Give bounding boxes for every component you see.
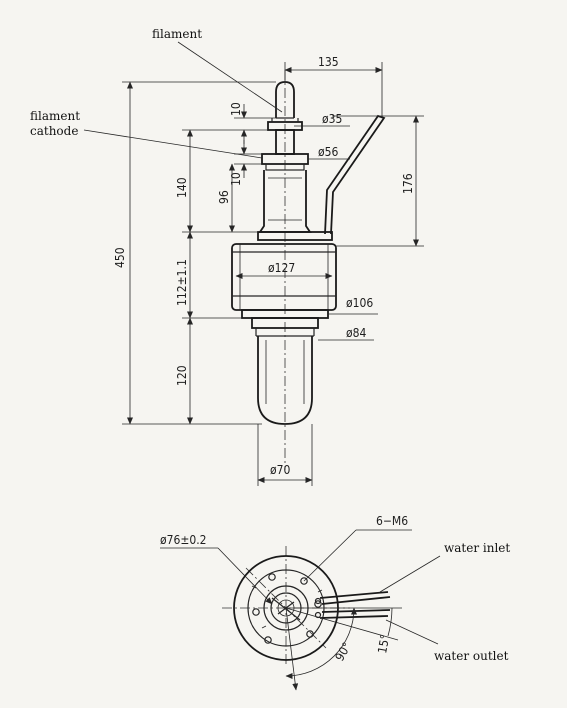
side-view	[83, 41, 424, 486]
dim-176: 176	[401, 173, 415, 194]
dim-35: ø35	[322, 112, 342, 126]
dim-84: ø84	[346, 326, 366, 340]
dim-120: 120	[175, 365, 189, 386]
end-view-water-pipes	[319, 591, 391, 619]
dim-10-lower: 10	[229, 172, 243, 186]
dim-70: ø70	[270, 463, 290, 477]
dim-96: 96	[217, 190, 231, 204]
dim-106: ø106	[346, 296, 373, 310]
anode-ring	[231, 243, 337, 311]
dim-angle-15: 15°	[375, 633, 392, 654]
dim-127: ø127	[268, 261, 295, 275]
label-water-outlet: water outlet	[434, 649, 509, 663]
label-filament-cathode-2: cathode	[30, 124, 78, 138]
dim-112: 112±1.1	[175, 259, 189, 306]
dim-angle-90: 90°	[332, 640, 354, 664]
dim-450: 450	[113, 247, 127, 268]
dim-10-top: 10	[229, 102, 243, 116]
dim-6m6: 6−M6	[376, 514, 408, 528]
dim-140: 140	[175, 177, 189, 198]
dim-76: ø76±0.2	[160, 533, 207, 547]
label-filament: filament	[152, 27, 202, 41]
water-pipe	[324, 114, 386, 235]
anode-dome	[257, 336, 313, 425]
label-water-inlet: water inlet	[444, 541, 510, 555]
label-filament-cathode-1: filament	[30, 109, 80, 123]
dim-135: 135	[318, 55, 339, 69]
end-view	[160, 529, 441, 691]
dim-56: ø56	[318, 145, 338, 159]
